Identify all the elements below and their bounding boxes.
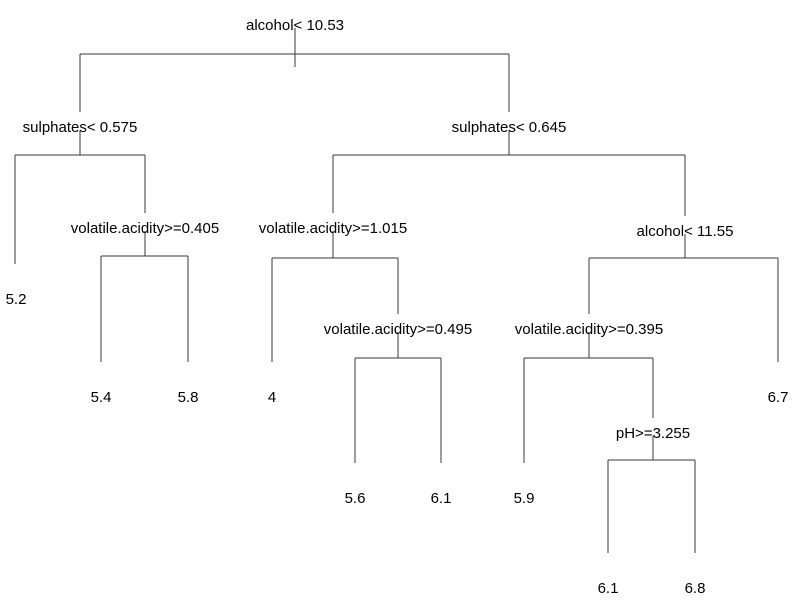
leaf-node-label-n8: 5.8 [177,389,199,406]
leaf-node-label-n3: 5.2 [5,291,27,308]
leaf-node-label-n15: 5.9 [513,490,535,507]
split-node-label-n4: volatile.acidity>=0.405 [70,220,220,237]
leaf-node-label-n13: 5.6 [344,490,366,507]
split-node-label-n5: volatile.acidity>=1.015 [258,220,408,237]
split-node-label-n10: volatile.acidity>=0.495 [323,321,473,338]
split-node-label-n11: volatile.acidity>=0.395 [514,321,664,338]
split-node-label-n6: alcohol< 11.55 [636,223,734,240]
split-node-label-n1: sulphates< 0.575 [22,119,138,136]
split-node-label-n16: pH>=3.255 [615,425,691,442]
leaf-node-label-n12: 6.7 [767,389,789,406]
leaf-node-label-n17: 6.1 [597,580,619,597]
leaf-node-label-n14: 6.1 [430,490,452,507]
leaf-node-label-n18: 6.8 [684,580,706,597]
split-node-label-n0: alcohol< 10.53 [246,17,344,34]
leaf-node-label-n9: 4 [267,389,277,406]
leaf-node-label-n7: 5.4 [90,389,112,406]
split-node-label-n2: sulphates< 0.645 [451,119,567,136]
